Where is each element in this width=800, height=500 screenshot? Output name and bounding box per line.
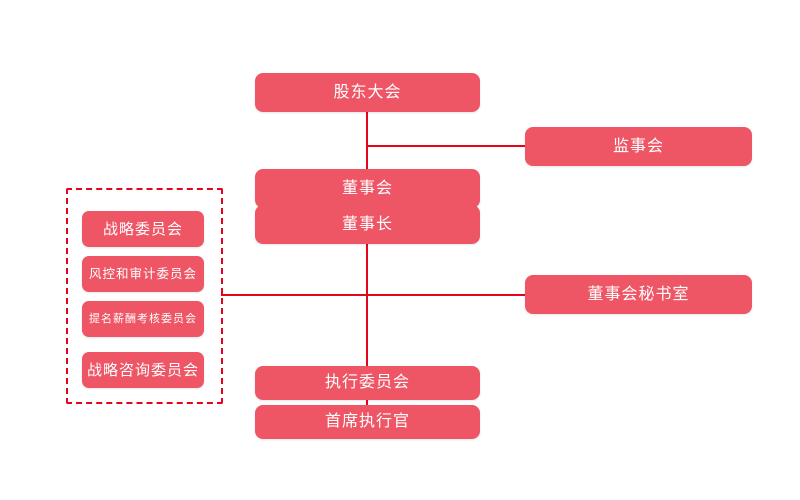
node-chairman[interactable]: 董事长 <box>255 205 480 244</box>
connector-committees-to-secretary-office <box>221 294 527 296</box>
connector-shareholders-to-board <box>366 111 368 171</box>
node-label-board-secretary-office: 董事会秘书室 <box>587 285 690 303</box>
node-label-supervisory-board: 监事会 <box>612 137 664 155</box>
node-label-chairman: 董事长 <box>341 215 393 233</box>
node-supervisory-board[interactable]: 监事会 <box>525 127 752 166</box>
node-committee-strategy[interactable]: 战略委员会 <box>82 211 204 247</box>
node-committee-risk-audit[interactable]: 风控和审计委员会 <box>82 256 204 292</box>
node-board-of-directors[interactable]: 董事会 <box>255 169 480 208</box>
committee-group-frame <box>66 188 223 404</box>
node-board-secretary-office[interactable]: 董事会秘书室 <box>525 275 752 314</box>
node-label-committee-strategy-advisory: 战略咨询委员会 <box>86 361 199 379</box>
node-label-committee-nomination-compensation: 提名薪酬考核委员会 <box>89 312 197 325</box>
node-executive-committee[interactable]: 执行委员会 <box>255 366 480 400</box>
node-label-executive-committee: 执行委员会 <box>324 374 410 391</box>
connector-executive-committee-to-ceo <box>366 399 368 406</box>
node-label-committee-strategy: 战略委员会 <box>102 220 183 238</box>
node-label-chief-executive-officer: 首席执行官 <box>324 413 410 430</box>
node-shareholders-meeting[interactable]: 股东大会 <box>255 73 480 112</box>
node-label-committee-risk-audit: 风控和审计委员会 <box>88 266 197 281</box>
node-chief-executive-officer[interactable]: 首席执行官 <box>255 405 480 439</box>
node-committee-strategy-advisory[interactable]: 战略咨询委员会 <box>82 352 204 388</box>
node-label-board-of-directors: 董事会 <box>341 179 393 197</box>
node-committee-nomination-compensation[interactable]: 提名薪酬考核委员会 <box>82 301 204 337</box>
node-label-shareholders-meeting: 股东大会 <box>333 83 402 101</box>
connector-chairman-to-executive-committee <box>366 238 368 367</box>
connector-spine-to-supervisory-board <box>366 145 527 147</box>
